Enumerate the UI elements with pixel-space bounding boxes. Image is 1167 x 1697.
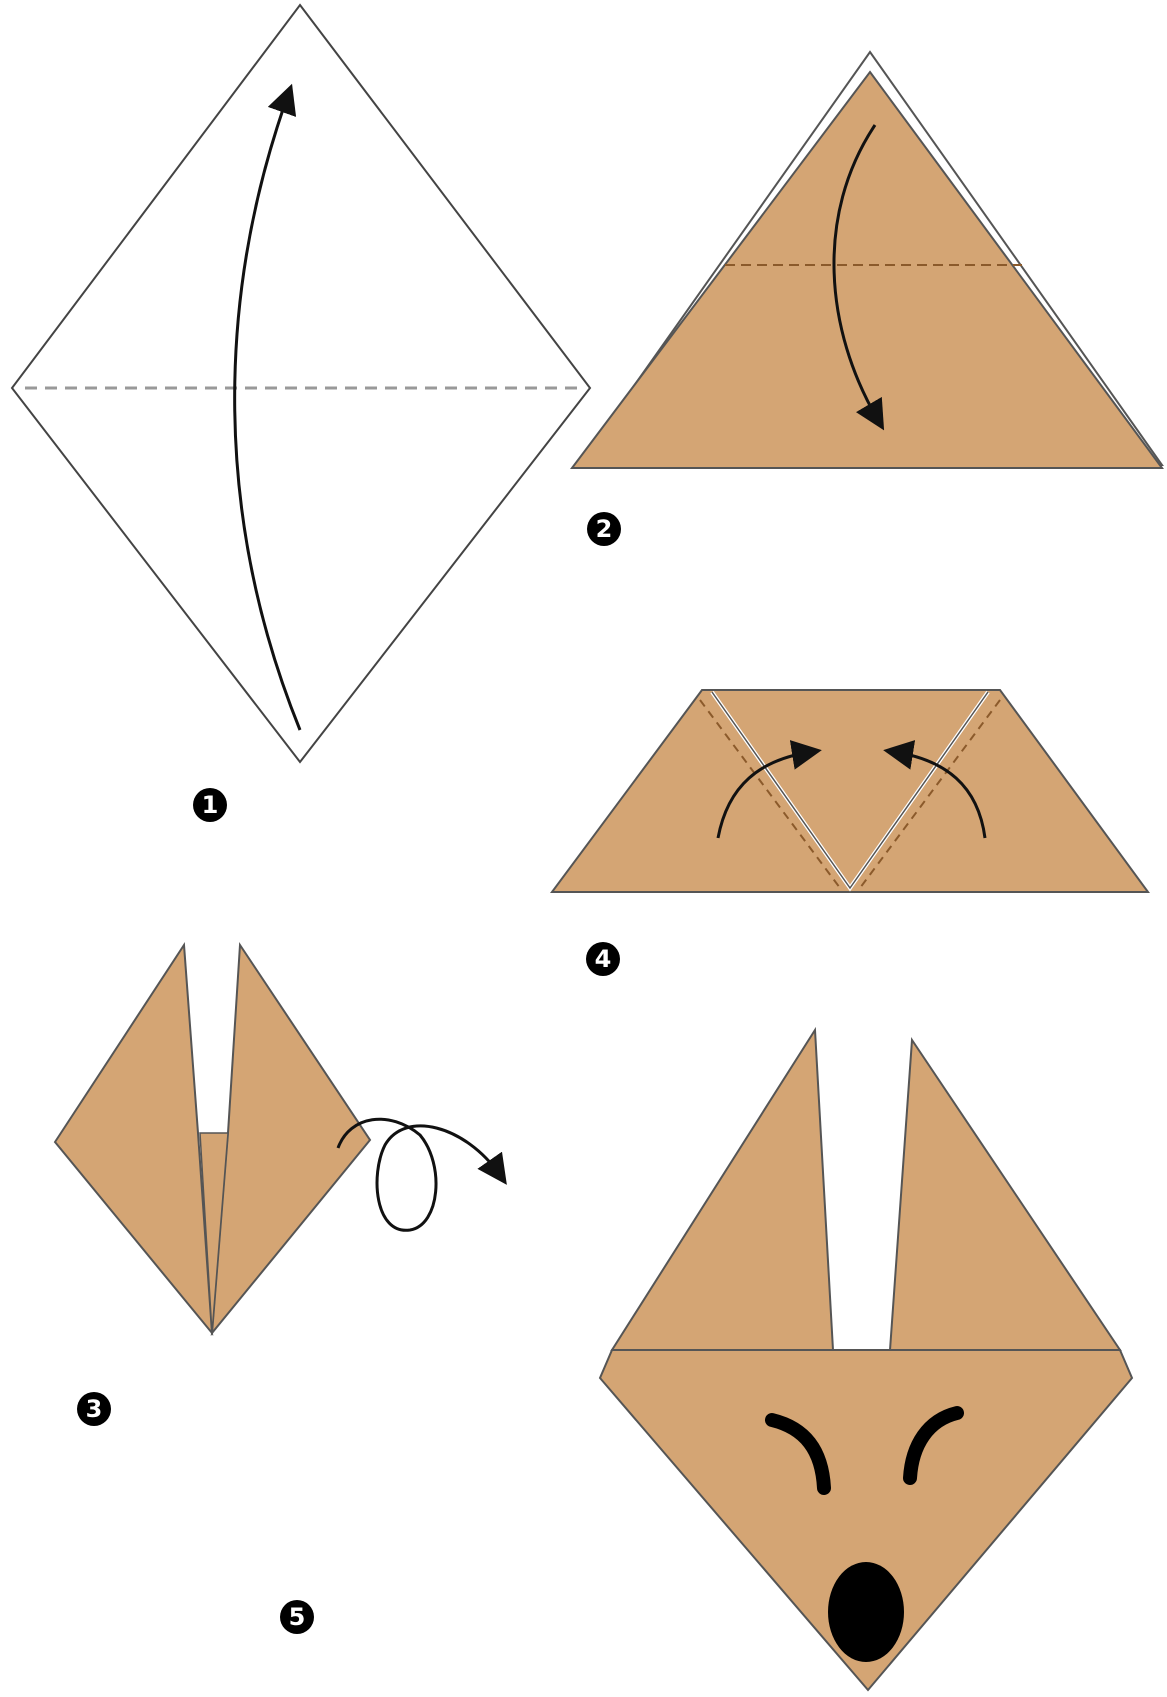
step-4-fold-line [699, 699, 841, 889]
step-2-paper [569, 70, 1164, 469]
step-4-crease [711, 691, 989, 890]
step-5-eye-left [765, 1413, 831, 1495]
step-4-arrow-left [716, 740, 822, 839]
step-3-badge: 3 [77, 1392, 111, 1426]
step-3-center-panel [199, 1132, 229, 1334]
step-5-ear-left [610, 1026, 835, 1351]
step-4-badge: 4 [586, 942, 620, 976]
step-5-eye-right [903, 1406, 964, 1485]
step-3-paper-left [53, 941, 214, 1337]
step-1-fold-arrow [233, 83, 302, 731]
step-4-arrow-right [883, 740, 987, 839]
step-1-badge: 1 [193, 788, 227, 822]
step-4-diagram [550, 689, 1150, 893]
step-3-diagram [53, 941, 507, 1337]
step-5-ear-right [888, 1037, 1122, 1351]
step-2-diagram [569, 50, 1164, 469]
step-5-diagram [598, 1026, 1134, 1692]
step-2-badge: 2 [587, 512, 621, 546]
step-5-nose [828, 1562, 904, 1662]
step-2-fold-arrow [832, 124, 885, 431]
step-3-paper-right [210, 941, 372, 1337]
step-3-turn-arrow [336, 1117, 507, 1232]
step-1-diagram [10, 3, 592, 764]
step-4-paper [550, 689, 1150, 893]
step-5-face [598, 1349, 1134, 1692]
step-5-badge: 5 [280, 1600, 314, 1634]
step-1-paper [10, 3, 592, 764]
step-4-fold-line-right [859, 699, 1001, 889]
